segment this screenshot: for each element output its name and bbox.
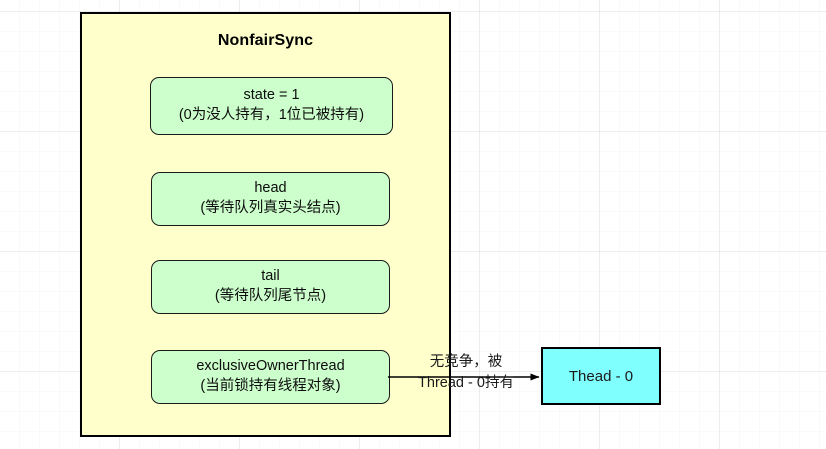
nonfairsync-class-box[interactable]: NonfairSync state = 1 (0为没人持有，1位已被持有) he…	[80, 12, 451, 437]
edge-label: 无竞争，被 Thread - 0持有	[392, 352, 540, 393]
field-state-line2: (0为没人持有，1位已被持有)	[178, 107, 365, 123]
field-box-state[interactable]: state = 1 (0为没人持有，1位已被持有)	[150, 77, 393, 135]
class-title: NonfairSync	[217, 32, 314, 49]
field-head-line2: (等待队列真实头结点)	[200, 200, 341, 216]
thread-box[interactable]: Thead - 0	[541, 347, 661, 405]
field-tail-line2: (等待队列尾节点)	[214, 288, 327, 304]
field-state-line1: state = 1	[243, 87, 300, 104]
edge-label-line2: Thread - 0持有	[418, 374, 514, 391]
field-tail-line1: tail	[261, 268, 280, 285]
field-box-exclusive-owner-thread[interactable]: exclusiveOwnerThread (当前锁持有线程对象)	[151, 350, 390, 404]
field-box-tail[interactable]: tail (等待队列尾节点)	[151, 260, 390, 314]
edge-label-line1: 无竞争，被	[429, 354, 503, 370]
thread-box-label: Thead - 0	[568, 367, 634, 385]
field-head-line1: head	[254, 180, 287, 197]
field-owner-line1: exclusiveOwnerThread	[196, 358, 345, 375]
field-owner-line2: (当前锁持有线程对象)	[200, 378, 341, 394]
field-box-head[interactable]: head (等待队列真实头结点)	[151, 172, 390, 226]
